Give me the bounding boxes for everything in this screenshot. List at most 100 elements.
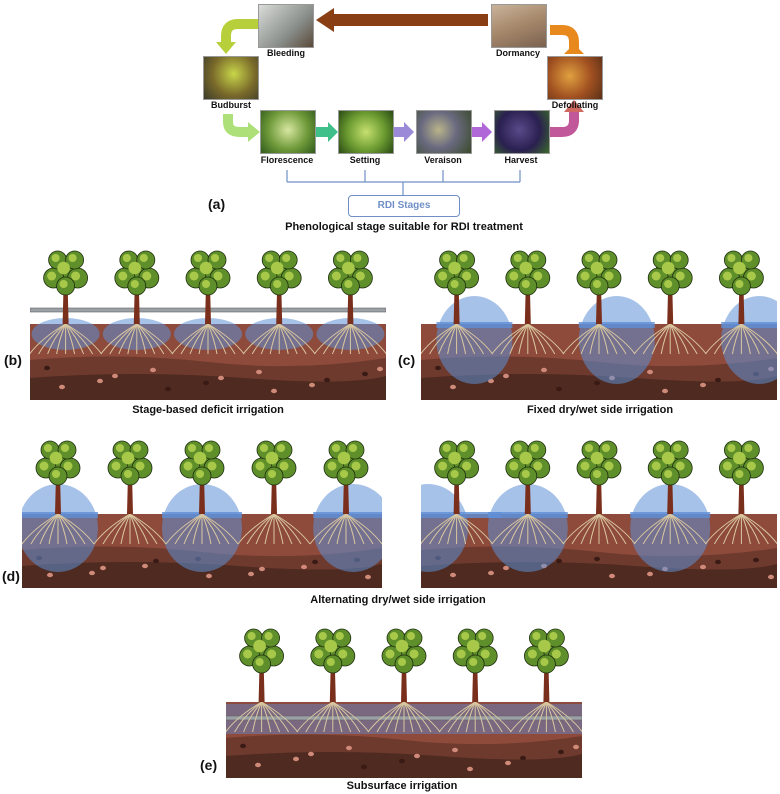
canopy-highlight bbox=[115, 443, 125, 453]
arrow-dormancy-to-bleeding bbox=[316, 8, 488, 32]
soil-pebble bbox=[520, 755, 526, 761]
canopy-highlight bbox=[459, 253, 468, 263]
canopy-highlight bbox=[406, 631, 416, 641]
panel-letter-a: (a) bbox=[208, 196, 226, 212]
canopy-highlight bbox=[442, 253, 451, 263]
root bbox=[237, 513, 275, 545]
vine-plant bbox=[705, 250, 777, 355]
arrow-florescence-to-setting bbox=[316, 122, 338, 142]
root bbox=[598, 513, 627, 545]
canopy-highlight bbox=[656, 253, 665, 263]
photo-setting bbox=[338, 110, 394, 154]
root bbox=[129, 513, 158, 545]
vine-plant bbox=[562, 250, 636, 355]
canopy-highlight bbox=[122, 253, 131, 263]
canopy-highlight bbox=[456, 649, 466, 659]
soil-pebble bbox=[505, 760, 511, 766]
canopy-highlight bbox=[331, 271, 341, 281]
canopy-highlight bbox=[60, 443, 70, 453]
canopy-highlight bbox=[746, 461, 756, 471]
canopy-highlight bbox=[201, 279, 211, 289]
stage-label-defoliating: Defoliating bbox=[551, 100, 599, 110]
root bbox=[546, 701, 582, 733]
canopy-highlight bbox=[284, 271, 294, 281]
canopy-highlight bbox=[282, 253, 291, 263]
canopy-highlight bbox=[279, 461, 289, 471]
root bbox=[403, 701, 414, 733]
canopy-highlight bbox=[442, 443, 451, 453]
canopy-highlight bbox=[538, 639, 551, 653]
root bbox=[314, 701, 334, 733]
canopy-highlight bbox=[592, 469, 602, 479]
vine-plant bbox=[705, 440, 777, 545]
canopy-highlight bbox=[462, 271, 472, 281]
canopy-highlight bbox=[735, 279, 744, 289]
canopy-highlight bbox=[438, 461, 448, 471]
soil-pebble bbox=[89, 570, 95, 576]
soil-pebble bbox=[301, 564, 307, 570]
canopy-highlight bbox=[744, 253, 753, 263]
soil-pebble bbox=[377, 366, 383, 372]
canopy-highlight bbox=[255, 461, 265, 471]
root bbox=[226, 701, 262, 733]
canopy-highlight bbox=[135, 461, 145, 471]
soil-pebble bbox=[324, 377, 330, 383]
canopy-highlight bbox=[324, 639, 338, 653]
soil-pebble bbox=[450, 572, 456, 578]
root bbox=[456, 701, 476, 733]
root bbox=[491, 513, 529, 545]
canopy-highlight bbox=[183, 461, 193, 471]
vine-plant bbox=[242, 250, 316, 355]
root bbox=[527, 701, 547, 733]
root bbox=[345, 513, 382, 545]
surface-water bbox=[578, 322, 655, 328]
vine-plant bbox=[226, 628, 298, 733]
root bbox=[394, 701, 405, 733]
root bbox=[669, 513, 707, 545]
vine-plant bbox=[421, 250, 493, 355]
caption-d: Alternating dry/wet side irrigation bbox=[310, 594, 486, 606]
root bbox=[318, 513, 347, 545]
canopy-highlight bbox=[265, 451, 279, 465]
root bbox=[722, 323, 742, 355]
root bbox=[129, 513, 140, 545]
wet-side-zone bbox=[721, 296, 777, 384]
root bbox=[669, 513, 698, 545]
stage-label-dormancy: Dormancy bbox=[495, 48, 541, 58]
vine-plant bbox=[421, 440, 493, 545]
canopy-highlight bbox=[337, 451, 351, 465]
rdi-bracket bbox=[286, 170, 521, 195]
root bbox=[633, 513, 671, 545]
root bbox=[669, 323, 689, 355]
canopy-highlight bbox=[47, 271, 57, 281]
canopy-highlight bbox=[462, 461, 472, 471]
soil-pebble bbox=[203, 380, 209, 386]
root bbox=[57, 513, 77, 545]
root bbox=[509, 513, 529, 545]
canopy-highlight bbox=[51, 253, 60, 263]
root bbox=[278, 323, 307, 355]
soil-pebble bbox=[753, 557, 759, 563]
canopy-highlight bbox=[584, 443, 594, 453]
root bbox=[598, 513, 618, 545]
canopy-highlight bbox=[326, 657, 335, 667]
root bbox=[456, 323, 493, 355]
root bbox=[669, 323, 707, 355]
soil-pebble bbox=[293, 756, 299, 762]
soil-pebble bbox=[573, 744, 579, 750]
root bbox=[136, 323, 165, 355]
root bbox=[546, 701, 565, 733]
root bbox=[510, 701, 547, 733]
vine-plant bbox=[296, 628, 370, 733]
root bbox=[500, 513, 529, 545]
root bbox=[255, 513, 275, 545]
vine-plant bbox=[171, 250, 245, 355]
canopy-highlight bbox=[551, 649, 561, 659]
soil-pebble bbox=[467, 766, 473, 772]
canopy-highlight bbox=[128, 261, 142, 275]
root bbox=[474, 701, 512, 733]
canopy-highlight bbox=[255, 657, 264, 667]
canopy-highlight bbox=[189, 271, 199, 281]
soil-layer-bottom bbox=[22, 562, 382, 588]
canopy-highlight bbox=[348, 443, 358, 453]
